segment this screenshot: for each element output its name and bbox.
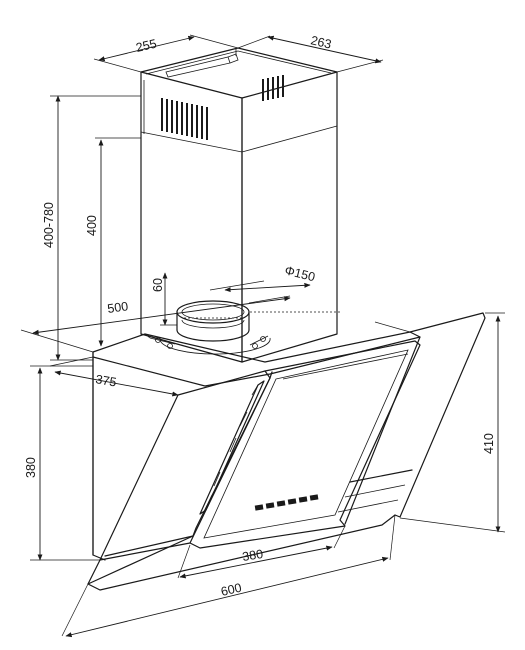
dim-body-depth: 500 [106,299,129,316]
dim-chimney-width: 255 [135,37,159,55]
dim-body-height: 380 [24,457,38,478]
dimension-lines [20,34,506,638]
chimney [140,47,338,363]
dim-outlet-diameter: Φ150 [283,263,316,284]
vent-slots-left [161,98,208,140]
control-buttons [254,494,319,511]
dim-control-width: 380 [241,547,264,564]
dim-total-width: 600 [220,581,244,599]
dim-outlet-height: 60 [151,278,165,292]
dim-chimney-depth: 263 [309,33,333,51]
dimension-labels: 255 263 400-780 400 60 Φ150 500 375 380 … [24,33,496,599]
dim-glass-height: 410 [482,433,496,454]
vent-slots-right [262,75,284,101]
hood-body [87,312,486,591]
outlet-collar [149,280,340,355]
dim-chimney-height: 400 [85,215,99,236]
dim-panel-depth: 375 [94,372,117,389]
dim-chimney-height-range: 400-780 [42,202,56,248]
